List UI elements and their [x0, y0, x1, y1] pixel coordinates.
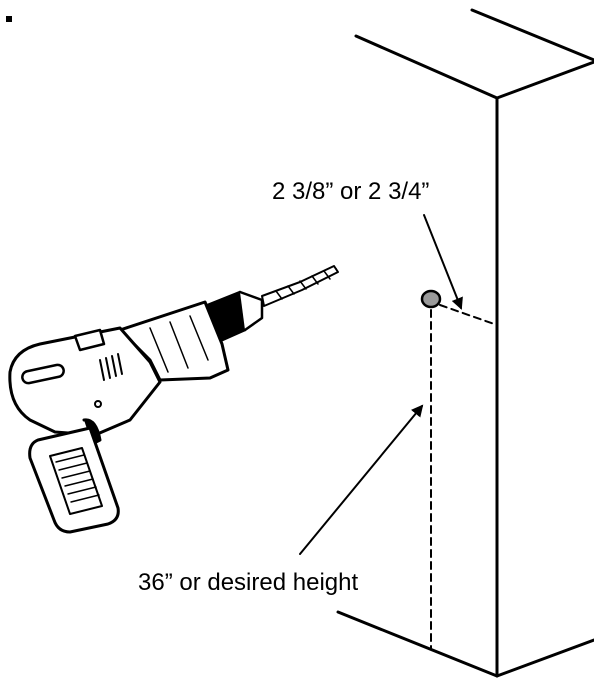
- measurement-guides: [430, 304, 498, 649]
- backset-arrow: [423, 214, 463, 310]
- backset-guide: [439, 304, 498, 326]
- power-drill-icon: [8, 265, 339, 534]
- height-arrow: [299, 404, 424, 555]
- height-label: 36” or desired height: [138, 569, 358, 596]
- backset-label: 2 3/8” or 2 3/4”: [272, 178, 429, 205]
- drill-hole-mark: [420, 289, 442, 309]
- square-bullet-icon: [6, 16, 12, 22]
- door-slab: [336, 8, 594, 678]
